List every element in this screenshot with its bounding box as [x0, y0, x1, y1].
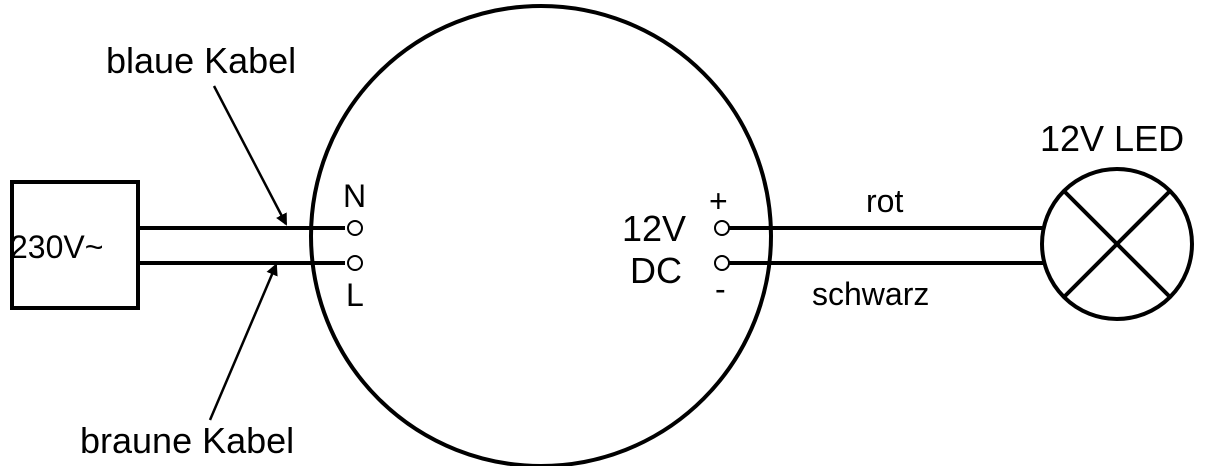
power-source-box [10, 180, 140, 310]
negative-terminal [714, 255, 730, 271]
live-terminal [347, 255, 363, 271]
black-wire-label: schwarz [812, 276, 929, 312]
positive-terminal-label: + [709, 183, 728, 219]
neutral-terminal-label: N [343, 178, 366, 214]
output-type-label: DC [630, 250, 682, 291]
led-lamp-circle [1040, 167, 1194, 321]
blue-cable-label: blaue Kabel [106, 40, 296, 81]
brown-cable-arrow [208, 263, 278, 421]
brown-cable-label: braune Kabel [80, 420, 294, 461]
led-lamp-cross-b [1062, 189, 1172, 299]
neutral-terminal [347, 220, 363, 236]
led-driver-circle [309, 4, 773, 466]
negative-terminal-label: - [715, 271, 726, 307]
output-voltage-label: 12V [622, 208, 686, 249]
blue-cable-arrow [212, 85, 288, 226]
live-terminal-label: L [346, 277, 364, 313]
led-lamp-label: 12V LED [1040, 118, 1184, 159]
red-wire-label: rot [866, 183, 903, 219]
positive-terminal [714, 220, 730, 236]
power-source-label: 230V~ [10, 229, 103, 265]
